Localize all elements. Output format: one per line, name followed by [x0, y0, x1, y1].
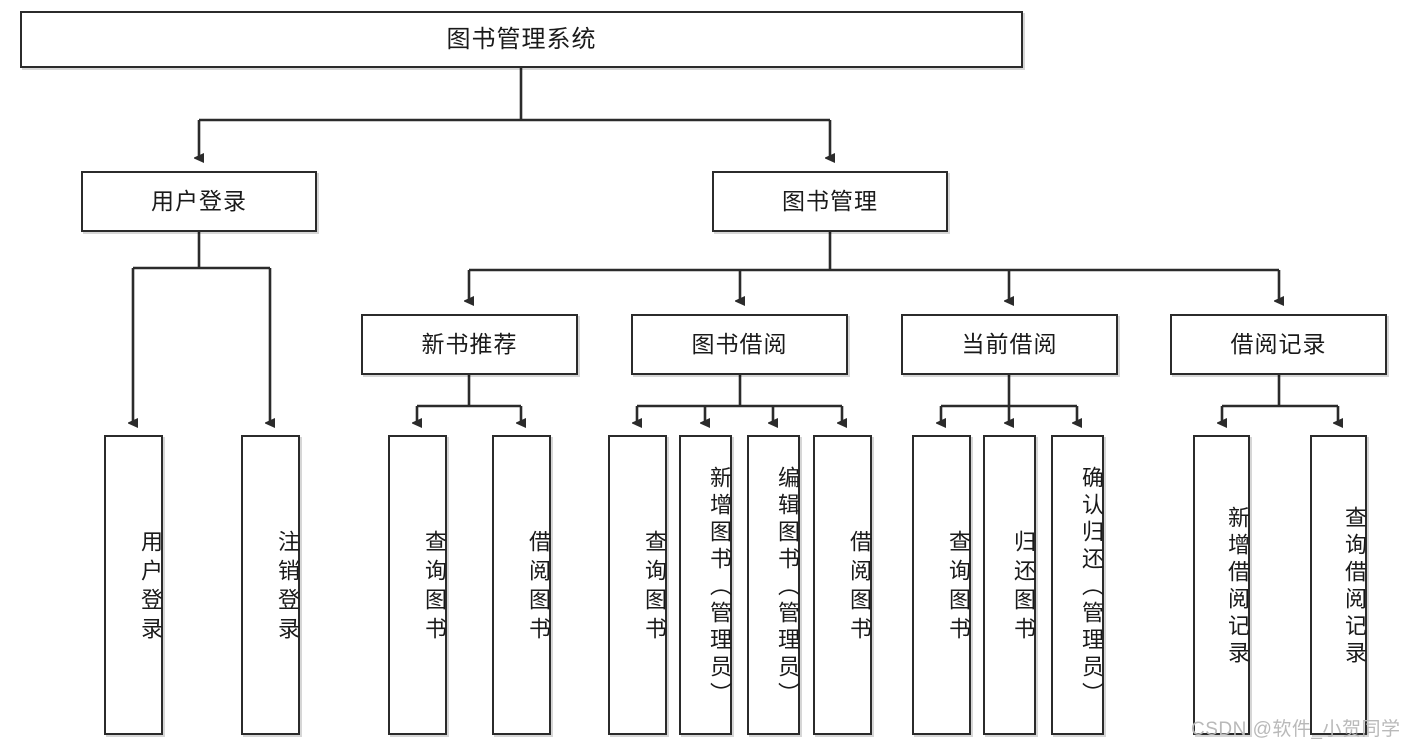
- node-label: 用户登录: [151, 188, 247, 215]
- watermark-text: CSDN @软件_小贺同学: [1191, 719, 1401, 740]
- node-label: 编辑图书（管理员）: [775, 465, 800, 709]
- node-label: 查询借阅记录: [1342, 506, 1367, 668]
- node-label: 归还图书: [1011, 530, 1036, 646]
- leaf-recommend-query-book[interactable]: 查询图书: [388, 435, 447, 735]
- node-label: 当前借阅: [961, 331, 1058, 358]
- node-label: 借阅图书: [847, 530, 872, 646]
- node-label: 借阅图书: [526, 530, 551, 646]
- node-book-management[interactable]: 图书管理: [712, 171, 948, 232]
- node-label: 新增图书（管理员）: [707, 465, 732, 709]
- node-label: 新书推荐: [421, 331, 518, 358]
- node-root-book-management-system[interactable]: 图书管理系统: [20, 11, 1023, 68]
- node-current-borrowing[interactable]: 当前借阅: [901, 314, 1118, 375]
- leaf-user-login-login[interactable]: 用户登录: [104, 435, 163, 735]
- leaf-current-query-book[interactable]: 查询图书: [912, 435, 971, 735]
- leaf-current-return-book[interactable]: 归还图书: [983, 435, 1036, 735]
- leaf-borrow-query-book[interactable]: 查询图书: [608, 435, 667, 735]
- node-label: 查询图书: [422, 530, 447, 646]
- node-borrow-records[interactable]: 借阅记录: [1170, 314, 1387, 375]
- node-label: 用户登录: [138, 530, 163, 646]
- leaf-borrow-edit-book-admin[interactable]: 编辑图书（管理员）: [747, 435, 800, 735]
- leaf-borrow-borrow-book[interactable]: 借阅图书: [813, 435, 872, 735]
- node-label: 借阅记录: [1230, 331, 1327, 358]
- node-label: 注销登录: [275, 530, 300, 646]
- node-label: 新增借阅记录: [1225, 506, 1250, 668]
- leaf-user-login-logout[interactable]: 注销登录: [241, 435, 300, 735]
- node-label: 查询图书: [946, 530, 971, 646]
- leaf-current-confirm-return-admin[interactable]: 确认归还（管理员）: [1051, 435, 1104, 735]
- leaf-borrow-add-book-admin[interactable]: 新增图书（管理员）: [679, 435, 732, 735]
- leaf-record-add-borrow-record[interactable]: 新增借阅记录: [1193, 435, 1250, 735]
- node-label: 图书管理: [782, 188, 878, 215]
- node-label: 确认归还（管理员）: [1079, 465, 1104, 709]
- leaf-recommend-borrow-book[interactable]: 借阅图书: [492, 435, 551, 735]
- leaf-record-query-borrow-record[interactable]: 查询借阅记录: [1310, 435, 1367, 735]
- node-new-book-recommendation[interactable]: 新书推荐: [361, 314, 578, 375]
- node-label: 图书管理系统: [446, 25, 597, 53]
- node-label: 图书借阅: [691, 331, 788, 358]
- node-user-login[interactable]: 用户登录: [81, 171, 317, 232]
- node-label: 查询图书: [642, 530, 667, 646]
- node-book-borrowing[interactable]: 图书借阅: [631, 314, 848, 375]
